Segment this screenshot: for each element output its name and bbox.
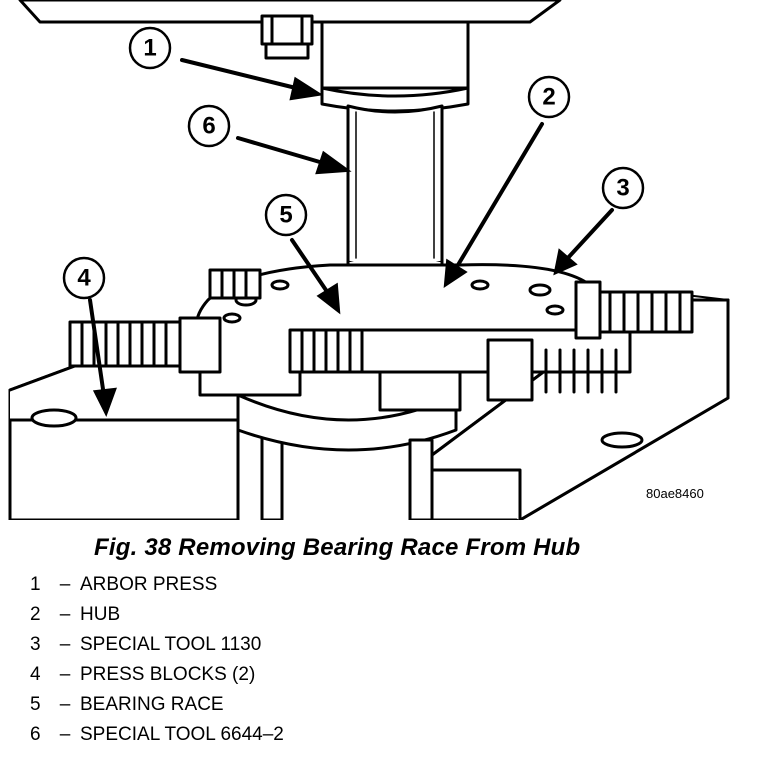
legend-label: PRESS BLOCKS (2) <box>80 664 256 685</box>
leader-4 <box>88 298 117 418</box>
legend-number: 2 <box>30 604 41 625</box>
legend-label: ARBOR PRESS <box>80 574 218 595</box>
legend-item: 5–BEARING RACE <box>30 690 284 720</box>
legend-number: 6 <box>30 724 41 745</box>
callout-1-circle <box>128 26 172 70</box>
legend-dash: – <box>59 604 71 625</box>
threaded-rod-right <box>594 290 694 334</box>
legend-label: SPECIAL TOOL 1130 <box>80 634 262 655</box>
callout-6-label: 6 <box>202 113 215 140</box>
legend-dash: – <box>59 694 71 715</box>
legend-list: 1–ARBOR PRESS 2–HUB 3–SPECIAL TOOL 1130 … <box>30 570 284 750</box>
callout-5-circle <box>264 193 308 237</box>
legend-dash: – <box>59 634 71 655</box>
callout-1-label: 1 <box>143 35 156 62</box>
legend-item: 3–SPECIAL TOOL 1130 <box>30 630 284 660</box>
threaded-rod-left <box>68 320 182 368</box>
callout-4-circle <box>62 256 106 300</box>
callout-5-label: 5 <box>279 202 292 229</box>
arbor-press-ram <box>320 20 470 113</box>
callout-4-label: 4 <box>77 265 91 292</box>
callout-2-circle <box>527 75 571 119</box>
legend-item: 4–PRESS BLOCKS (2) <box>30 660 284 690</box>
legend-number: 3 <box>30 634 41 655</box>
leader-2 <box>443 122 544 288</box>
threaded-rod-front <box>288 328 632 394</box>
leader-5 <box>290 238 341 315</box>
legend-dash: – <box>59 664 71 685</box>
legend-dash: – <box>59 724 71 745</box>
arbor-press-head <box>18 0 562 24</box>
callout-3-label: 3 <box>616 175 629 202</box>
hub-base <box>236 393 458 520</box>
special-tool-6644-2 <box>346 104 444 271</box>
legend-dash: – <box>59 574 71 595</box>
legend-label: HUB <box>80 604 121 625</box>
legend-item: 1–ARBOR PRESS <box>30 570 284 600</box>
callout-3-circle <box>601 166 645 210</box>
legend-label: BEARING RACE <box>80 694 224 715</box>
legend-item: 6–SPECIAL TOOL 6644–2 <box>30 720 284 750</box>
press-block-left <box>8 348 240 520</box>
bearing-race-removal-diagram: 1 2 3 4 5 6 <box>8 0 730 520</box>
press-nut <box>260 14 314 60</box>
legend-number: 4 <box>30 664 41 685</box>
legend-label: SPECIAL TOOL 6644–2 <box>80 724 284 745</box>
legend-number: 1 <box>30 574 41 595</box>
callout-2-label: 2 <box>542 84 555 111</box>
nut-front <box>486 338 534 402</box>
nut-left <box>178 316 222 374</box>
legend-item: 2–HUB <box>30 600 284 630</box>
leader-6 <box>236 136 352 175</box>
legend-number: 5 <box>30 694 41 715</box>
threaded-rod-back <box>208 268 262 300</box>
callout-6-circle <box>187 104 231 148</box>
figure-caption: Fig. 38 Removing Bearing Race From Hub <box>94 534 581 561</box>
nut-right <box>574 280 602 340</box>
image-code: 80ae8460 <box>646 486 704 501</box>
leader-3 <box>553 208 614 276</box>
leader-1 <box>180 58 324 101</box>
